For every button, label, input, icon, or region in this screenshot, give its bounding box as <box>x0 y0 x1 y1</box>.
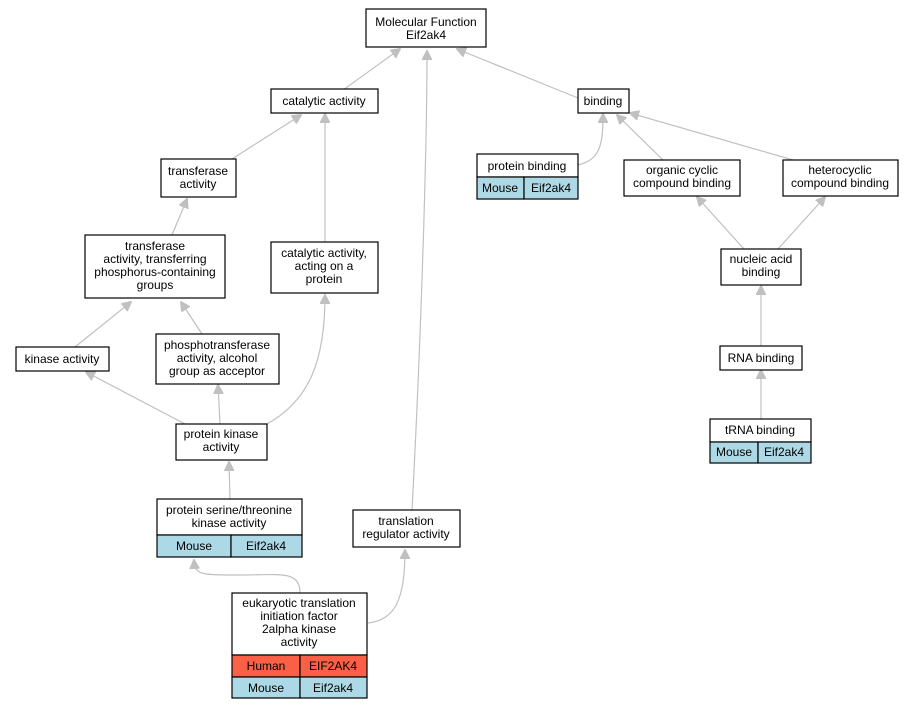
node-label-line: activity <box>281 635 318 649</box>
node-label-line: transferase <box>168 164 228 178</box>
node-heterocyclic-binding[interactable]: heterocyclic compound binding <box>782 159 899 197</box>
annotation-row: Mouse Eif2ak4 <box>709 441 812 464</box>
node-label-line: eukaryotic translation <box>242 596 355 610</box>
species-label: Mouse <box>248 681 284 695</box>
gene-label: Eif2ak4 <box>764 445 804 459</box>
node-label-line: protein binding <box>488 159 567 173</box>
node-label-line: tRNA binding <box>725 423 795 437</box>
node-eif2alpha-kinase[interactable]: eukaryotic translation initiation factor… <box>231 592 368 699</box>
node-label-line: regulator activity <box>362 527 449 541</box>
annotation-row: Human EIF2AK4 <box>231 654 368 678</box>
node-transferase-phosphorus[interactable]: transferase activity, transferring phosp… <box>84 234 226 299</box>
annotation-row: Mouse Eif2ak4 <box>476 176 579 200</box>
edges <box>74 49 825 624</box>
node-label-line: Molecular Function <box>375 15 476 29</box>
node-label-line: activity <box>180 177 217 191</box>
edge-eif2ak-to-translation <box>367 550 405 624</box>
node-label-line: activity <box>203 440 240 454</box>
species-label: Mouse <box>716 445 752 459</box>
node-label-line: phosphotransferase <box>164 338 270 352</box>
node-label-line: organic cyclic <box>646 163 718 177</box>
edge-phospho-to-transferase-p <box>181 302 203 335</box>
node-label-line: catalytic activity, <box>281 246 367 260</box>
node-molecular-function[interactable]: Molecular Function Eif2ak4 <box>365 8 487 48</box>
edge-hetero-to-binding <box>630 113 794 161</box>
node-binding[interactable]: binding <box>577 88 630 114</box>
node-label-line: acting on a <box>295 259 354 273</box>
node-label-line: translation <box>378 514 433 528</box>
node-label-line: phosphorus-containing <box>94 265 215 279</box>
node-label-line: catalytic activity <box>282 94 365 108</box>
species-label: Mouse <box>176 539 212 553</box>
node-label-line: initiation factor <box>260 609 337 623</box>
edge-protbinding-to-binding <box>577 114 603 166</box>
gene-label: Eif2ak4 <box>246 539 286 553</box>
node-kinase-activity[interactable]: kinase activity <box>15 346 110 372</box>
node-rna-binding[interactable]: RNA binding <box>719 345 803 371</box>
species-label: Human <box>247 659 286 673</box>
node-label-line: transferase <box>125 239 185 253</box>
gene-label: Eif2ak4 <box>531 181 571 195</box>
node-transferase-activity[interactable]: transferase activity <box>160 158 237 198</box>
node-translation-regulator[interactable]: translation regulator activity <box>352 509 461 548</box>
node-label-line: group as acceptor <box>169 364 265 378</box>
node-label-line: kinase activity <box>192 516 267 530</box>
node-label-line: Eif2ak4 <box>406 28 446 42</box>
edge-pk-to-catprot <box>266 295 325 425</box>
node-label-line: kinase activity <box>25 352 100 366</box>
edge-nucleic-to-organic <box>697 197 745 250</box>
node-label-line: RNA binding <box>728 351 795 365</box>
species-label: Mouse <box>482 181 518 195</box>
gene-label: EIF2AK4 <box>309 659 357 673</box>
node-protein-ser-thr-kinase[interactable]: protein serine/threonine kinase activity… <box>156 498 303 558</box>
edge-translation-to-mf <box>411 51 427 511</box>
edge-transferase-to-catalytic <box>231 115 301 160</box>
node-label-line: binding <box>584 94 623 108</box>
node-label-line: activity, alcohol <box>177 351 257 365</box>
node-label-line: heterocyclic <box>808 163 871 177</box>
node-label-line: protein <box>306 272 343 286</box>
node-label-line: binding <box>742 265 781 279</box>
node-label-line: protein kinase <box>184 427 259 441</box>
node-protein-kinase-activity[interactable]: protein kinase activity <box>175 423 268 461</box>
node-label-line: protein serine/threonine <box>166 503 292 517</box>
edge-kinase-to-transferase-p <box>74 302 131 348</box>
edge-serthr-to-pk <box>229 462 230 500</box>
edge-eif2ak-to-serthr <box>194 560 301 594</box>
edge-binding-to-mf <box>457 49 579 99</box>
edge-pk-to-kinase <box>86 372 186 425</box>
annotation-row: Mouse Eif2ak4 <box>231 676 368 699</box>
node-label-line: compound binding <box>791 176 889 190</box>
edge-transferase-p-to-transferase <box>171 199 187 236</box>
node-organic-cyclic-binding[interactable]: organic cyclic compound binding <box>623 159 741 197</box>
node-label-line: nucleic acid <box>730 252 793 266</box>
node-catalytic-activity[interactable]: catalytic activity <box>270 88 379 114</box>
edge-pk-to-phospho <box>218 385 220 425</box>
node-catalytic-on-protein[interactable]: catalytic activity, acting on a protein <box>270 241 379 294</box>
node-nucleic-acid-binding[interactable]: nucleic acid binding <box>720 248 802 286</box>
node-phosphotransferase[interactable]: phosphotransferase activity, alcohol gro… <box>155 333 280 385</box>
node-label-line: groups <box>137 278 174 292</box>
gene-label: Eif2ak4 <box>313 681 353 695</box>
edge-organic-to-binding <box>617 115 664 161</box>
edge-catalytic-to-mf <box>342 49 400 91</box>
node-trna-binding[interactable]: tRNA binding Mouse Eif2ak4 <box>709 418 812 464</box>
node-label-line: 2alpha kinase <box>262 622 336 636</box>
node-label-line: compound binding <box>633 176 731 190</box>
node-protein-binding[interactable]: protein binding Mouse Eif2ak4 <box>476 153 579 200</box>
node-label-line: activity, transferring <box>103 252 206 266</box>
annotation-row: Mouse Eif2ak4 <box>156 534 303 558</box>
edge-nucleic-to-hetero <box>777 197 825 250</box>
